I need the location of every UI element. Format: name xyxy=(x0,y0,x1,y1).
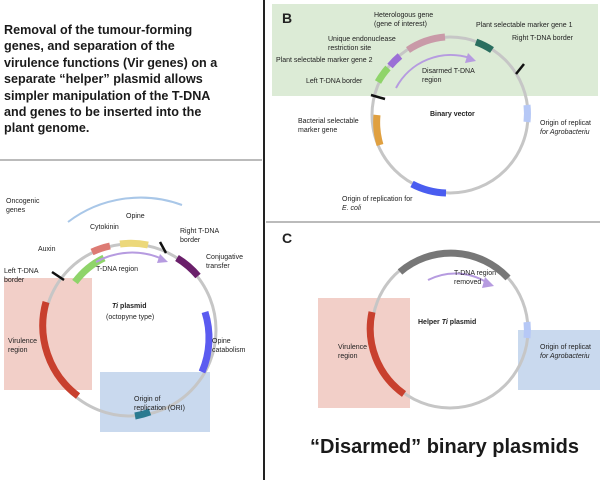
intro-paragraph: Removal of the tumour-forming genes, and… xyxy=(4,23,218,136)
tdna-region-arrowhead xyxy=(157,254,168,263)
panel-b-header-background xyxy=(272,4,598,96)
helper-tdna-arrow-arc xyxy=(427,272,487,283)
ti-left-border-tick xyxy=(51,270,65,282)
label-tdna-region: T-DNA region xyxy=(96,266,139,273)
label-cytokinin: Cytokinin xyxy=(90,224,119,231)
label-tdna-removed: T-DNA region removed xyxy=(454,270,497,286)
helper-title-rest: plasmid xyxy=(447,319,477,326)
oncogenic-genes-arc xyxy=(67,196,183,223)
label-opine-catabolism: Opine catabolism xyxy=(212,338,246,354)
helper-plasmid-title: Helper Ti plasmid xyxy=(418,319,476,328)
conjugative-transfer-segment xyxy=(175,255,201,279)
ti-virulence-box xyxy=(4,278,92,390)
label-ti-virulence-region: Virulence region xyxy=(8,338,38,354)
ecoli-ori-line2: E. coli xyxy=(342,204,362,212)
label-disarmed-tdna: Disarmed T-DNA region xyxy=(422,68,475,84)
ti-plasmid-title-rest: plasmid xyxy=(118,303,147,310)
helper-agro-ori-line1: Origin of replicat xyxy=(540,344,591,351)
ti-plasmid-title: Ti plasmid xyxy=(112,303,147,312)
disarmed-tdna-arrow-arc xyxy=(395,53,471,89)
label-marker-gene-2: Plant selectable marker gene 2 xyxy=(276,57,373,64)
label-ti-right-border: Right T-DNA border xyxy=(180,228,220,244)
label-binary-left-border: Left T-DNA border xyxy=(306,78,363,85)
label-conjugative-transfer: Conjugative transfer xyxy=(206,254,243,270)
marker-gene-2-segment xyxy=(374,65,391,84)
label-ti-left-border: Left T-DNA border xyxy=(4,268,39,284)
label-unique-site: Unique endonuclease restriction site xyxy=(328,36,396,52)
binary-agro-ori-line1: Origin of replicat xyxy=(540,120,591,127)
ecoli-ori-line1: Origin of replication for xyxy=(342,196,413,203)
label-heterologous-gene: Heterologous gene (gene of interest) xyxy=(374,12,434,28)
helper-virulence-segment xyxy=(366,311,407,397)
cytokinin-gene-segment xyxy=(90,242,111,256)
helper-tdna-arrowhead xyxy=(482,277,494,288)
label-auxin: Auxin xyxy=(38,246,56,253)
ecoli-ori-segment xyxy=(410,180,447,197)
binary-right-border-tick xyxy=(515,63,525,75)
helper-title-pre: Helper xyxy=(418,319,442,326)
ti-virulence-segment xyxy=(39,301,81,399)
ti-ori-box xyxy=(100,372,210,432)
label-opine: Opine xyxy=(126,213,145,220)
opine-catabolism-segment xyxy=(198,310,213,374)
helper-agro-ori-line2: for Agrobacteriu xyxy=(540,352,590,360)
panel-c-letter: C xyxy=(282,230,293,246)
tdna-removed-segment xyxy=(397,249,511,281)
tdna-region-arrow-arc xyxy=(95,251,161,263)
label-marker-gene-1: Plant selectable marker gene 1 xyxy=(476,22,573,29)
panel-b-letter: B xyxy=(282,10,293,26)
label-bacterial-marker: Bacterial selectable marker gene xyxy=(298,118,359,134)
label-oncogenic-genes: Oncogenic genes xyxy=(6,198,40,214)
marker-gene-1-segment xyxy=(474,38,494,53)
unique-site-segment xyxy=(387,53,403,69)
footer-title: “Disarmed” binary plasmids xyxy=(310,436,579,458)
heterologous-gene-segment xyxy=(406,33,446,53)
ti-ori-segment xyxy=(134,408,152,420)
ti-plasmid-subtitle: (octopyne type) xyxy=(106,314,155,321)
binary-agro-ori-line2: for Agrobacteriu xyxy=(540,128,590,136)
label-ti-ori: Origin of replication (ORI) xyxy=(134,396,185,412)
binary-vector-title: Binary vector xyxy=(430,111,475,118)
label-helper-virulence-region: Virulence region xyxy=(338,344,368,360)
ti-plasmid-title-italic: Ti xyxy=(112,303,119,310)
helper-title-italic: Ti xyxy=(441,319,448,326)
label-binary-right-border: Right T-DNA border xyxy=(512,35,573,42)
binary-left-border-tick xyxy=(370,93,386,101)
opine-gene-segment xyxy=(119,239,149,249)
bacterial-marker-segment xyxy=(373,114,384,147)
helper-ori-box xyxy=(518,330,600,390)
disarmed-tdna-arrowhead xyxy=(465,53,476,63)
ti-right-border-tick xyxy=(158,241,168,254)
